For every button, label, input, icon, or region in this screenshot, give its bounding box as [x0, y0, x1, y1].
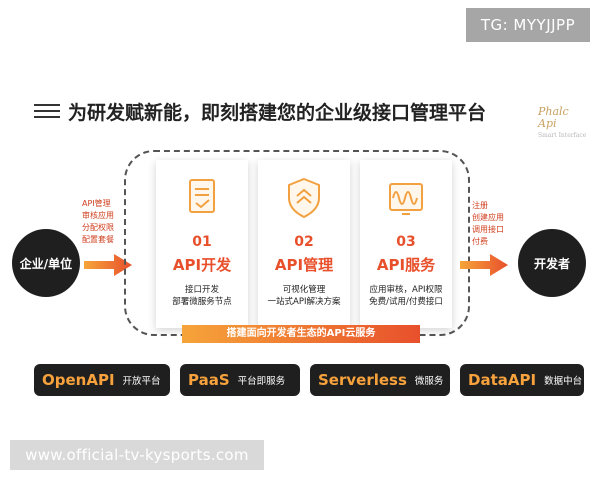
logo-subtext: Smart Interface [538, 132, 587, 139]
cloud-service-banner: 搭建面向开发者生态的API云服务 [182, 325, 420, 343]
product-serverless: Serverless 微服务 [310, 364, 450, 396]
card-title: API开发 [172, 256, 232, 274]
product-name: Serverless [318, 371, 407, 389]
desc-line: 应用审核，API权限 [369, 285, 443, 295]
logo-text: Phalc Api [538, 105, 569, 130]
product-description: 数据中台 [544, 376, 583, 387]
desc-line: 接口开发 [184, 285, 219, 295]
list-item: 审核应用 [82, 211, 114, 220]
shield-icon [288, 177, 320, 219]
watermark-url: www.official-tv-kysports.com [10, 440, 264, 470]
card-description: 应用审核，API权限 免费/试用/付费接口 [360, 284, 452, 308]
card-api-management: 02 API管理 可视化管理 一站式API解决方案 [258, 160, 350, 328]
list-item: 分配权限 [82, 223, 114, 232]
card-description: 可视化管理 一站式API解决方案 [258, 284, 350, 308]
card-api-development: 01 API开发 接口开发 部署微服务节点 [156, 160, 248, 328]
watermark-badge: TG: MYYJJPP [466, 8, 590, 42]
card-title: API服务 [376, 256, 436, 274]
list-item: 调用接口 [472, 225, 504, 234]
product-paas: PaaS 平台即服务 [180, 364, 300, 396]
desc-line: 一站式API解决方案 [267, 297, 341, 307]
enterprise-actions-list: API管理 审核应用 分配权限 配置套餐 [82, 198, 114, 246]
list-item: 配置套餐 [82, 235, 114, 244]
product-dataapi: DataAPI 数据中台 [460, 364, 584, 396]
card-api-service: 03 API服务 应用审核，API权限 免费/试用/付费接口 [360, 160, 452, 328]
card-number: 01 [192, 234, 212, 250]
menu-lines-icon [34, 104, 60, 118]
card-title: API管理 [274, 256, 334, 274]
brand-logo: Phalc Api Smart Interface [538, 105, 590, 140]
list-item: 创建应用 [472, 213, 504, 222]
product-name: PaaS [188, 371, 230, 389]
card-number: 03 [396, 234, 416, 250]
desc-line: 可视化管理 [282, 285, 326, 295]
card-description: 接口开发 部署微服务节点 [156, 284, 248, 308]
waveform-monitor-icon [389, 183, 423, 215]
card-number: 02 [294, 234, 314, 250]
page-title: 为研发赋新能，即刻搭建您的企业级接口管理平台 [68, 101, 487, 124]
list-item: 付费 [472, 237, 488, 246]
document-check-icon [189, 179, 215, 213]
desc-line: 免费/试用/付费接口 [369, 297, 443, 307]
arrow-right-icon [84, 254, 132, 276]
enterprise-circle: 企业/单位 [12, 229, 80, 297]
list-item: 注册 [472, 201, 488, 210]
product-description: 平台即服务 [237, 376, 286, 387]
developer-actions-list: 注册 创建应用 调用接口 付费 [472, 200, 504, 248]
desc-line: 部署微服务节点 [172, 297, 232, 307]
product-name: DataAPI [468, 371, 537, 389]
page-header: 为研发赋新能，即刻搭建您的企业级接口管理平台 [34, 96, 486, 126]
product-openapi: OpenAPI 开放平台 [34, 364, 170, 396]
product-description: 开放平台 [122, 376, 161, 387]
product-name: OpenAPI [42, 371, 115, 389]
product-description: 微服务 [414, 376, 444, 387]
developer-circle: 开发者 [518, 229, 586, 297]
list-item: API管理 [82, 199, 111, 208]
arrow-right-icon [460, 254, 508, 276]
